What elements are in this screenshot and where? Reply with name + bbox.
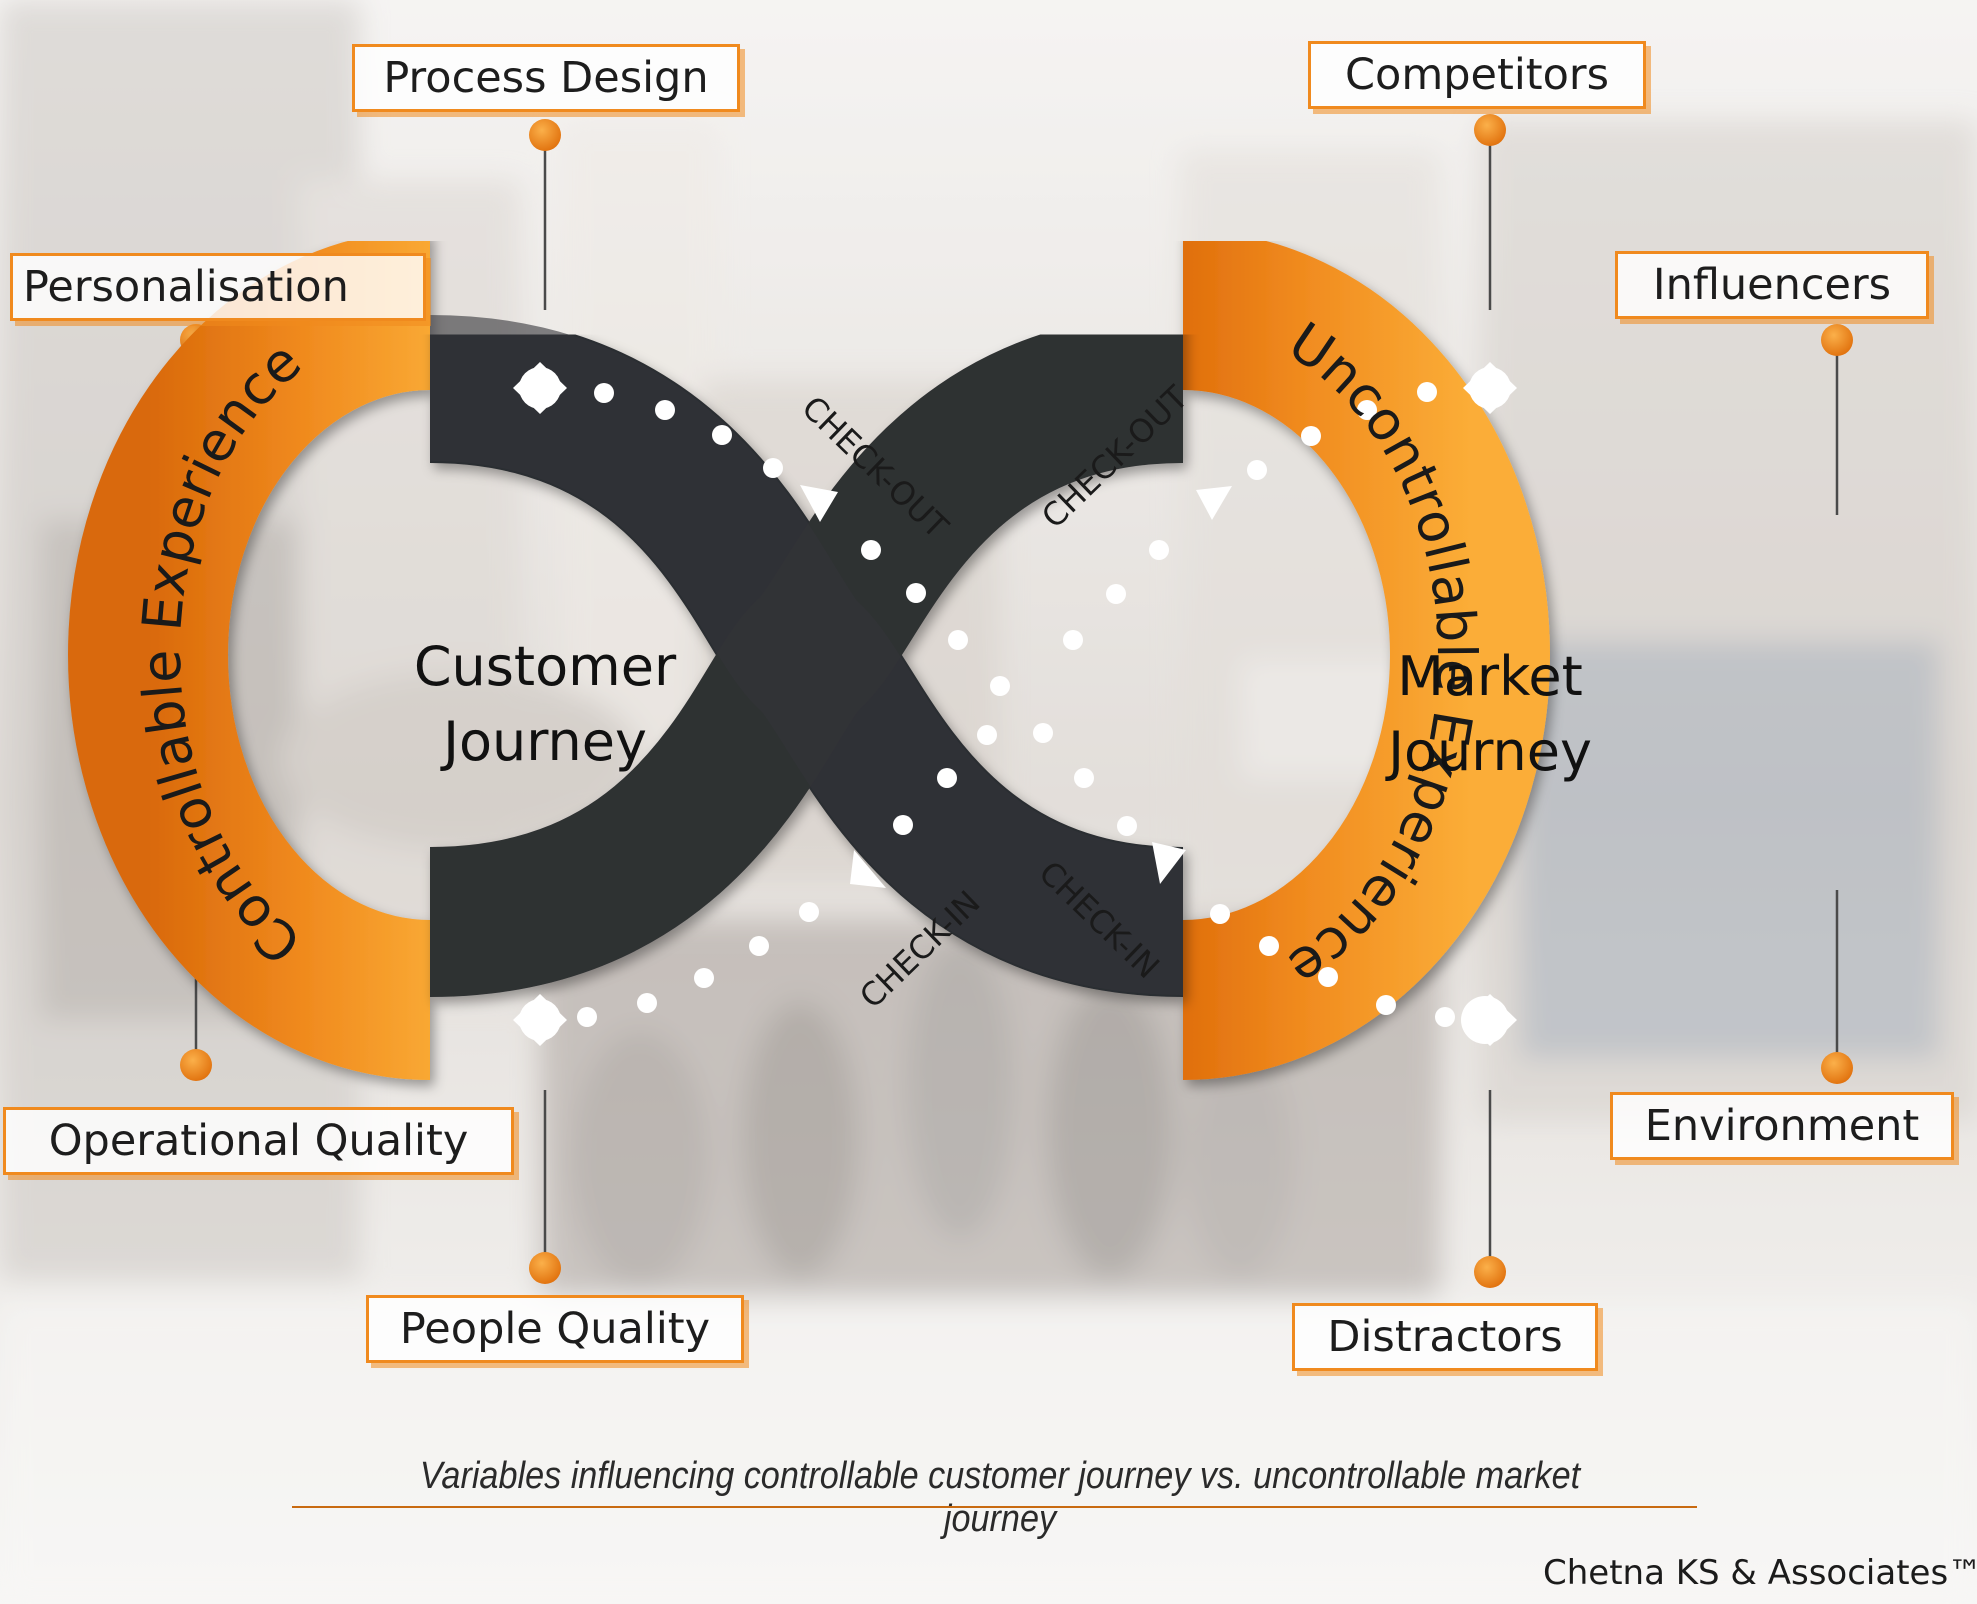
joint-dots	[519, 367, 1511, 1044]
credit-text: Chetna KS & Associates™	[1543, 1553, 1977, 1593]
arcs	[68, 230, 1550, 1080]
connector-dot	[1821, 1052, 1853, 1084]
connector-dot	[529, 1252, 561, 1284]
connector-dot	[529, 119, 561, 151]
arrow-icon	[800, 485, 838, 522]
market-journey-line2: Journey	[1385, 720, 1592, 783]
connector-dot	[1474, 1256, 1506, 1288]
right-arc	[1181, 230, 1550, 1080]
label-operational-quality: Operational Quality	[3, 1107, 514, 1175]
connector-dot	[1821, 324, 1853, 356]
customer-journey-line1: Customer	[414, 635, 677, 698]
road-crossing-highlight	[428, 315, 1185, 995]
connector-dot	[180, 1049, 212, 1081]
arrow-icon	[1196, 486, 1232, 520]
market-journey-line1: Market	[1397, 645, 1583, 708]
direction-arrows	[800, 485, 1232, 888]
label-people-quality: People Quality	[366, 1295, 744, 1363]
label-distractors: Distractors	[1292, 1303, 1598, 1371]
label-influencers: Influencers	[1615, 251, 1929, 319]
label-process-design: Process Design	[352, 44, 740, 112]
connector-dot	[1474, 114, 1506, 146]
label-personalisation: Personalisation	[10, 253, 426, 321]
figure-caption: Variables influencing controllable custo…	[419, 1455, 1581, 1540]
caption-underline	[292, 1506, 1697, 1508]
arrow-icon	[1152, 842, 1186, 884]
left-arc	[68, 230, 432, 1080]
road-dots	[577, 382, 1455, 1027]
customer-journey-line2: Journey	[440, 710, 647, 773]
label-environment: Environment	[1610, 1092, 1954, 1160]
label-competitors: Competitors	[1308, 41, 1646, 109]
arrow-icon	[850, 850, 886, 888]
